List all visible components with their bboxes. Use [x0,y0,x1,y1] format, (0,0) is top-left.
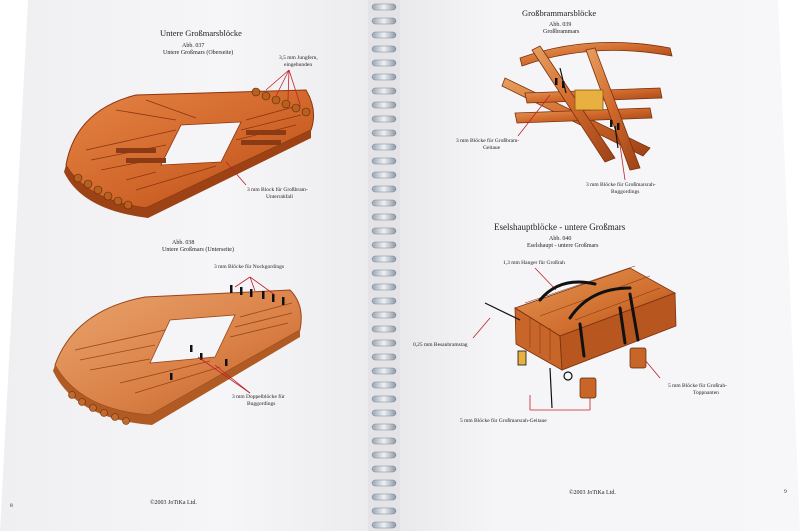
spiral-coil [371,17,397,25]
label-buggordings-2: Buggordings [611,189,640,195]
label-toppnanten-2: Toppnanten [693,390,719,396]
spiral-coil [371,213,397,221]
fig039-subcaption: Großbrammars [543,29,580,35]
spiral-coil [371,353,397,361]
fig039-illustration [501,41,673,171]
spiral-coil [371,87,397,95]
spiral-coil [371,157,397,165]
spiral-coil [371,59,397,67]
fig040-subcaption: Eselshaupt - untere Großmars [527,243,599,249]
label-block-unterrahfall: 3 mm Block für Großbram- [247,187,308,193]
right-copyright: ©2003 JoTiKa Ltd. [569,490,616,496]
spiral-coil [371,115,397,123]
fig037-caption: Abb. 037 [182,43,205,49]
right-corner-mark: 9 [784,489,787,495]
right-page-title-2: Eselshauptblöcke - untere Großmars [494,222,626,232]
spiral-coil [371,171,397,179]
fig038-subcaption: Untere Großmars (Unterseite) [162,247,234,253]
spiral-coil [371,325,397,333]
spiral-coil [371,269,397,277]
spiral-coil [371,283,397,291]
spiral-coil [371,255,397,263]
spiral-coil [371,185,397,193]
fig038-illustration [53,276,302,425]
spiral-coil [371,143,397,151]
right-page [396,0,800,531]
label-geitaue-2: Geitaue [483,145,501,151]
left-page-title: Untere Großmarsblöcke [160,28,242,38]
label-block-unterrahfall-2: Unterrahfall [266,194,293,200]
label-doppelbloecke-2: Buggordings [247,401,276,407]
spiral-coil [371,493,397,501]
spiral-coil [371,73,397,81]
spiral-coil [371,297,397,305]
spiral-coil [371,395,397,403]
spiral-coil [371,451,397,459]
spiral-coil [371,45,397,53]
spiral-coil [371,31,397,39]
spiral-coil [371,381,397,389]
spiral-coil [371,241,397,249]
spiral-coil [371,437,397,445]
spiral-coil [371,409,397,417]
spiral-coil [371,3,397,11]
spiral-coil [371,101,397,109]
spiral-coil [371,311,397,319]
spiral-coil [371,479,397,487]
label-hanger: 1,3 mm Hanger für Großrah [503,260,565,266]
fig037-subcaption: Untere Großmars (Oberseite) [163,50,234,56]
label-jungfern: 3,5 mm Jungfern, [279,55,318,61]
fig040-caption: Abb. 040 [549,236,572,242]
left-copyright: ©2003 JoTiKa Ltd. [150,500,197,506]
spiral-coil [371,521,397,529]
fig037-illustration [64,69,315,218]
spiral-coil [371,199,397,207]
spiral-coil [371,367,397,375]
label-geitaue: 3 mm Blöcke für Großbram- [456,138,520,144]
spiral-binding [368,0,400,531]
label-jungfern-2: eingebunden [284,62,313,68]
left-page [0,0,372,531]
spiral-coil [371,507,397,515]
spiral-coil [371,339,397,347]
spiral-coil [371,227,397,235]
label-doppelbloecke: 3 mm Doppelblöcke für [232,394,285,400]
fig038-caption: Abb. 038 [172,240,195,246]
label-nockgordings: 3 mm Blöcke für Nockgordings [214,264,284,270]
fig039-caption: Abb. 039 [549,22,572,28]
left-corner-mark: 8 [10,503,13,509]
spiral-coil [371,465,397,473]
fig040-illustration [484,265,677,409]
label-buggordings: 3 mm Blöcke für Großmarsrah- [586,182,656,188]
label-besanbramstag: 0,25 mm Besanbramstag [413,342,468,348]
spiral-coil [371,129,397,137]
spiral-coil [371,423,397,431]
right-page-title-1: Großbrammarsblöcke [522,8,597,18]
label-toppnanten: 5 mm Blöcke für Großrah- [668,383,727,389]
label-marsrah-geitaue: 5 mm Blöcke für Großmarsrah-Geitaue [460,418,547,424]
